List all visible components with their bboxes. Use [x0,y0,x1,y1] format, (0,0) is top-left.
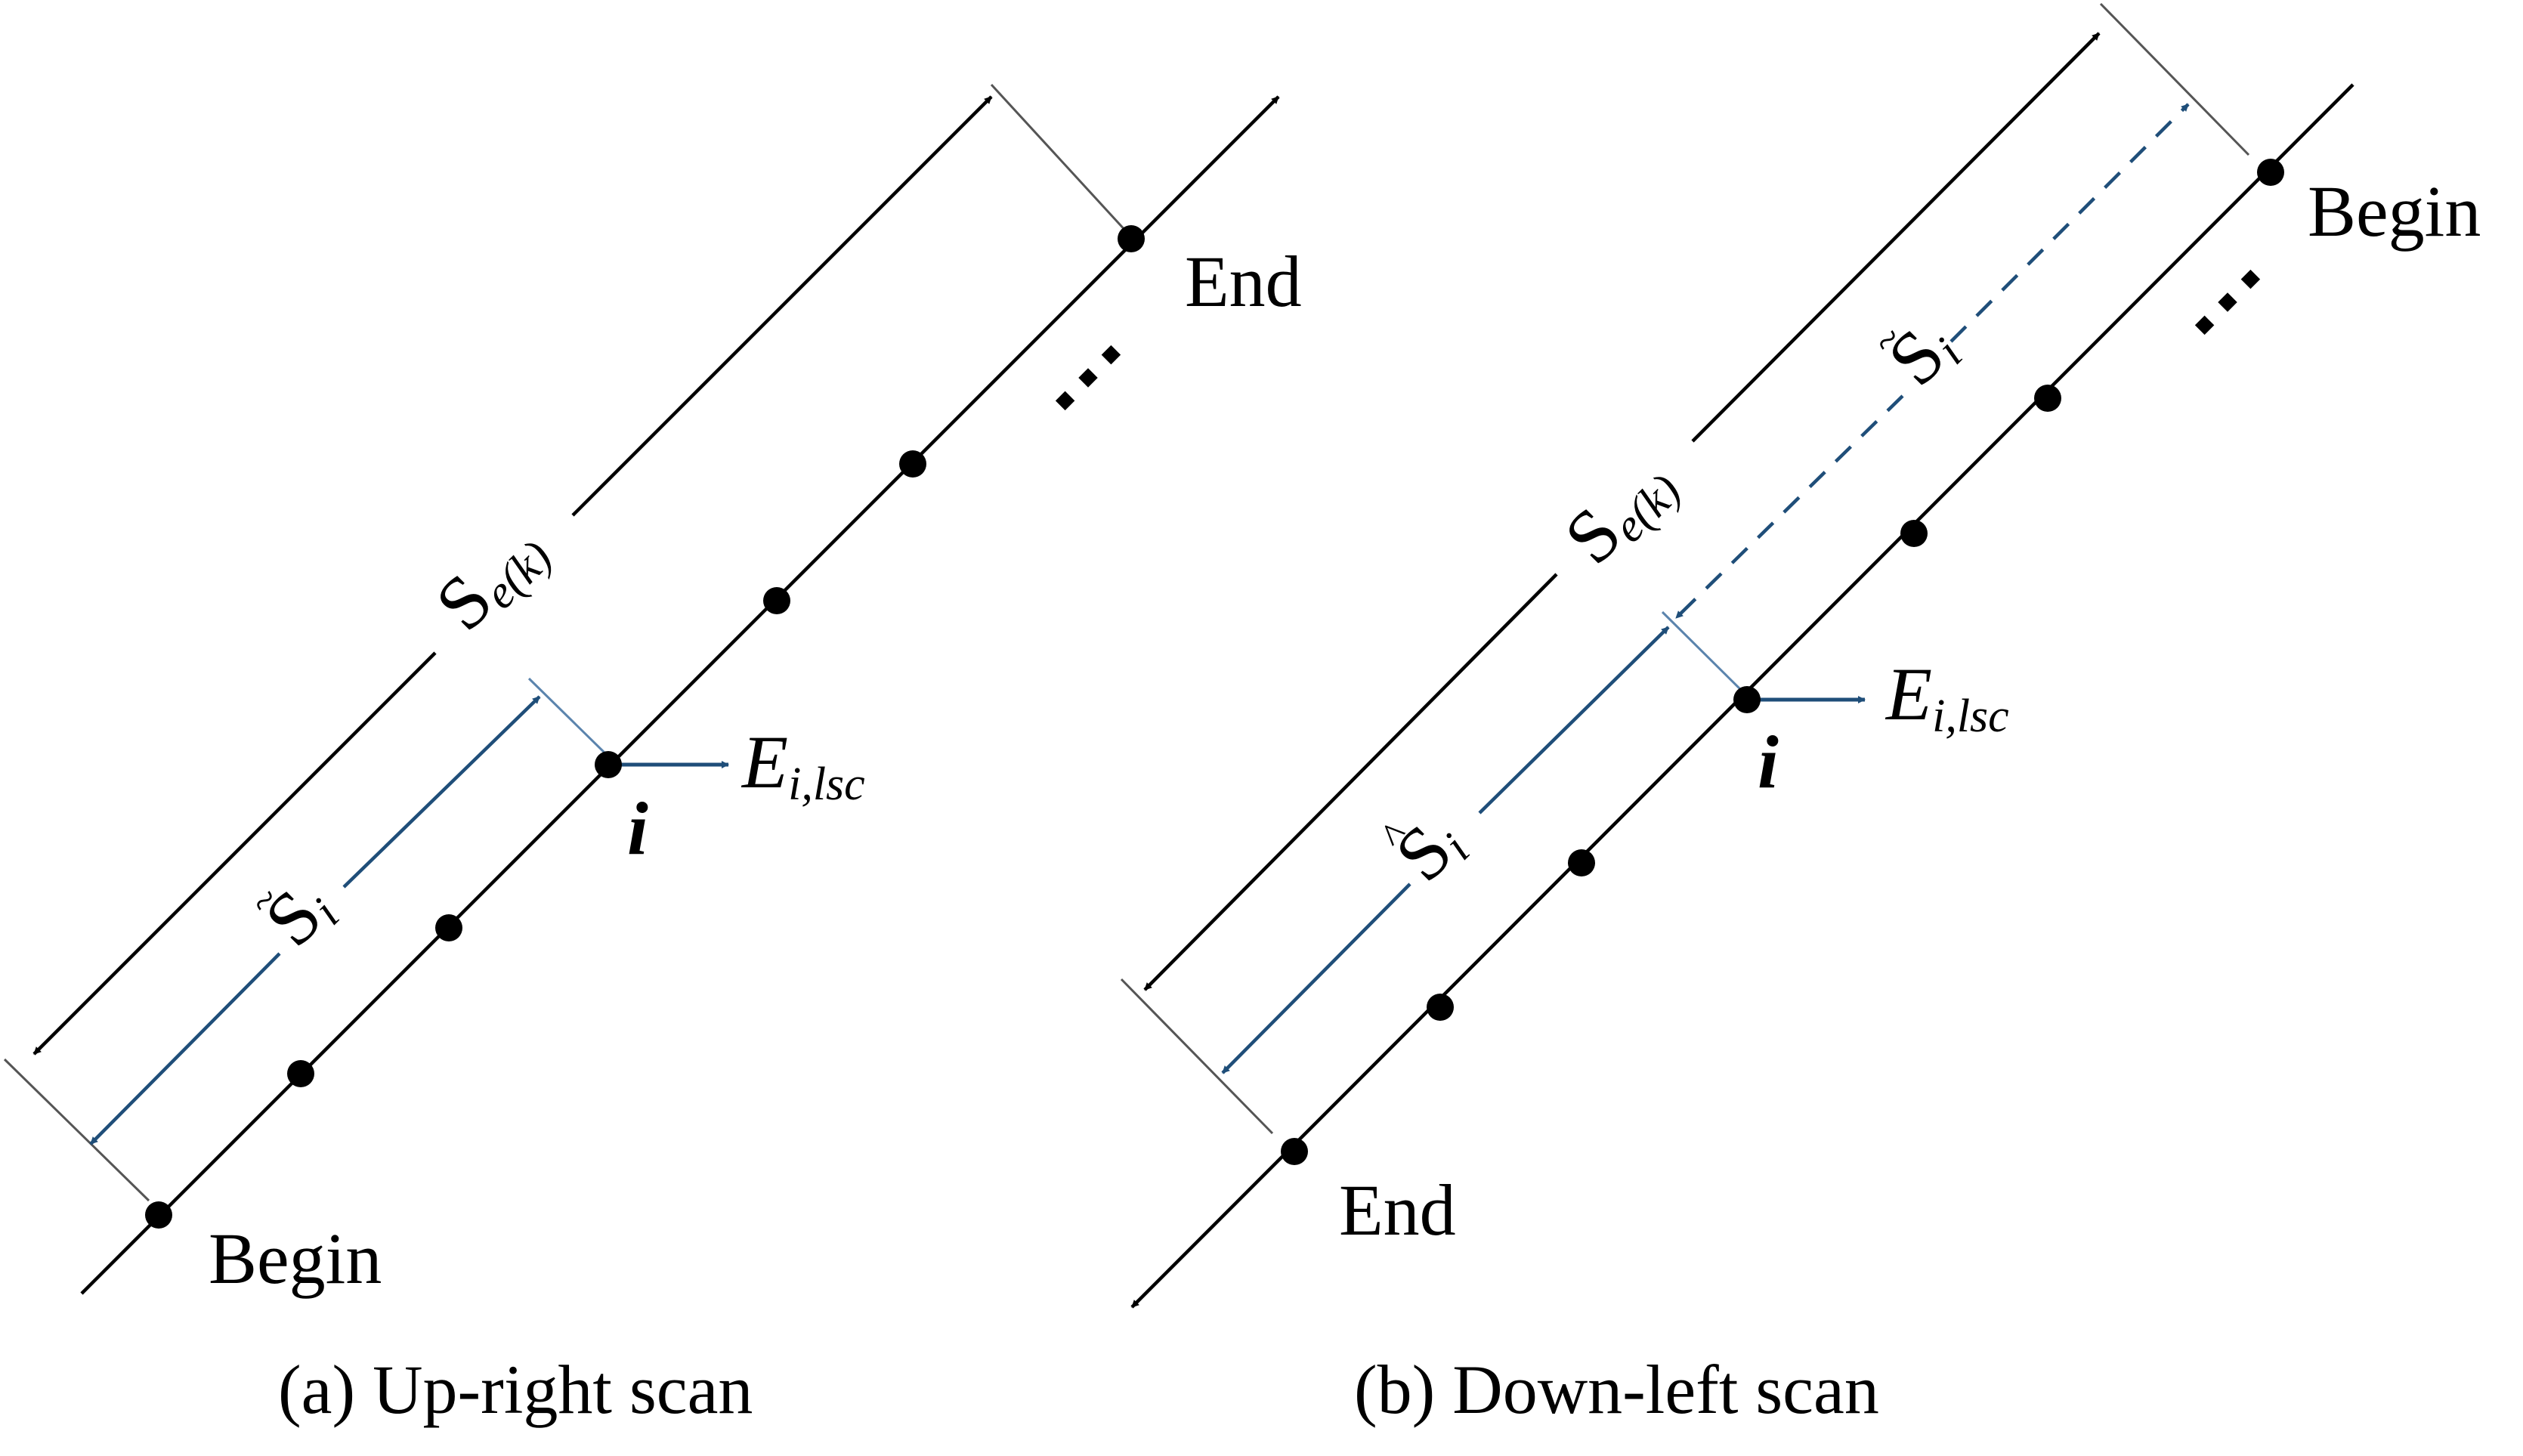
begin-extension-line [3,1058,150,1202]
current-node-i [595,751,622,778]
partial-length-label: ~ Si [240,864,349,965]
energy-vector-label: Ei,lsc [1885,652,2009,742]
svg-text:Si: Si [1872,304,1972,404]
total-length-label: Se(k) [1548,440,1691,583]
remaining-length-label: ~ Si [1863,304,1972,404]
ellipsis-icon [2194,269,2261,335]
svg-text:Si: Si [249,864,349,965]
current-node-i [1733,686,1761,713]
scan-node [287,1060,314,1087]
panel-a-up-right-scan: End Begin i Ei,lsc Se(k) ~ Si (a) Up-rig… [3,83,1302,1428]
end-node [1281,1138,1308,1165]
svg-text:Se(k): Se(k) [1548,440,1691,583]
svg-text:Si: Si [1379,799,1479,900]
total-length-arrow-upper [571,95,993,517]
total-length-arrow-lower [1143,573,1558,991]
partial-length-arrow-lower [89,952,281,1145]
scan-node [899,450,926,478]
partial-length-label: ^ Si [1371,799,1479,900]
end-label: End [1339,1170,1456,1250]
svg-text:Se(k): Se(k) [419,506,562,649]
end-extension-line [1120,978,1274,1135]
begin-label: Begin [209,1218,382,1299]
remaining-length-arrow-upper [1949,103,2190,343]
panel-b-down-left-scan: Begin End i Ei,lsc Se(k) ^ Si ~ Si (b) D… [1120,2,2481,1428]
scan-node [435,914,462,941]
node-extension-line [1661,611,1743,692]
node-label-i: i [627,787,648,870]
end-node [1118,225,1145,252]
caption-b: (b) Down-left scan [1354,1351,1879,1428]
scan-node [2034,385,2061,412]
node-extension-line [527,677,608,756]
partial-length-arrow-lower [1221,883,1411,1074]
energy-vector-label: Ei,lsc [741,720,865,810]
end-label: End [1185,241,1302,322]
begin-node [145,1201,172,1229]
total-length-arrow-lower [32,651,437,1056]
partial-length-arrow-upper [342,695,541,889]
scan-node [1568,849,1595,876]
ellipsis-icon [1055,345,1121,411]
partial-length-arrow-upper [1478,626,1670,815]
caption-a: (a) Up-right scan [278,1351,753,1428]
total-length-arrow-upper [1691,32,2101,443]
begin-label: Begin [2308,171,2481,252]
node-label-i: i [1758,720,1779,804]
scan-node [1900,520,1928,547]
total-length-label: Se(k) [419,506,562,649]
begin-node [2257,159,2284,186]
scan-line [80,95,1280,1295]
begin-extension-line [2099,2,2250,156]
end-extension-line [990,83,1129,234]
remaining-length-arrow-lower [1674,394,1904,620]
scan-node [763,587,790,614]
scan-node [1427,994,1454,1021]
